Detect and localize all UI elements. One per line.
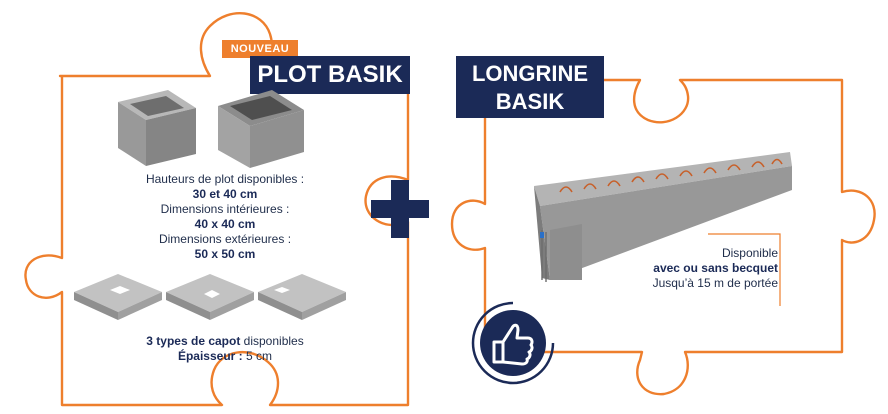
capot-text: 3 types de capot disponibles Épaisseur :… (146, 334, 304, 363)
plus-icon (371, 180, 429, 238)
callout-bracket (708, 233, 781, 306)
longrine-info-text: Disponible avec ou sans becquet Jusqu’à … (652, 246, 778, 290)
plot-box-open (118, 90, 196, 166)
capot-2 (166, 274, 254, 320)
longrine-image (534, 152, 792, 282)
plot-dimensions-text: Hauteurs de plot disponibles : 30 et 40 … (145, 172, 305, 261)
thumbs-up-icon (471, 301, 555, 385)
capot-1 (74, 274, 162, 320)
plot-box-closed (218, 90, 304, 168)
longrine-basik-title: LONGRINE BASIK (456, 56, 604, 118)
capot-3 (258, 274, 346, 320)
new-badge: NOUVEAU (222, 40, 298, 58)
capot-products-image (74, 274, 346, 320)
plot-basik-title: PLOT BASIK (250, 56, 410, 94)
plot-products-image (118, 90, 304, 168)
